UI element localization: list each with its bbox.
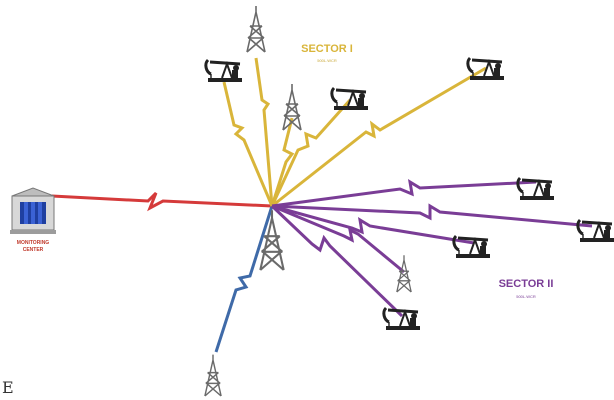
link-sector2-pump-lower [270,204,404,318]
sector1-title: SECTOR I [301,43,353,55]
pump-jack-sector2-right [576,218,614,244]
pump-jack-sector2-lower [382,306,422,332]
sector2-title: SECTOR II [499,278,554,290]
link-sector2-tower [271,204,405,274]
link-sector1-pump-right [271,66,487,208]
tower-south [204,353,222,397]
tower-sector1-top [246,5,266,53]
pump-jack-sector1-mid [330,86,370,112]
link-south-tower [214,205,274,353]
central-tower [259,209,285,272]
tower-sector1-mid [282,83,302,131]
link-sector1-tower-mid [270,117,295,207]
stray-character: E [2,378,14,397]
radio-links [51,57,593,353]
monitoring-center-label-line2: CENTER [23,247,44,253]
link-sector2-pump-top [271,179,537,208]
link-sector2-pump-right [271,203,593,228]
link-sector1-tower-top [254,57,274,207]
pump-jack-sector1-left [204,58,244,84]
link-sector1-pump-left [222,81,274,207]
sector2-subtitle: 500L.WCR [516,294,536,299]
link-monitoring-center [51,191,273,212]
monitoring-center-building [10,187,56,234]
monitoring-center-label-line1: MONITORING [17,240,50,246]
link-sector1-pump-mid [270,98,352,207]
pump-jack-sector2-top [516,176,556,202]
tower-sector2 [396,254,412,293]
sector1-subtitle: 500L.WCR [317,58,337,63]
pump-jack-sector1-right [466,56,506,82]
pump-jack-sector2-mid [452,234,492,260]
link-sector2-pump-mid [271,204,475,245]
